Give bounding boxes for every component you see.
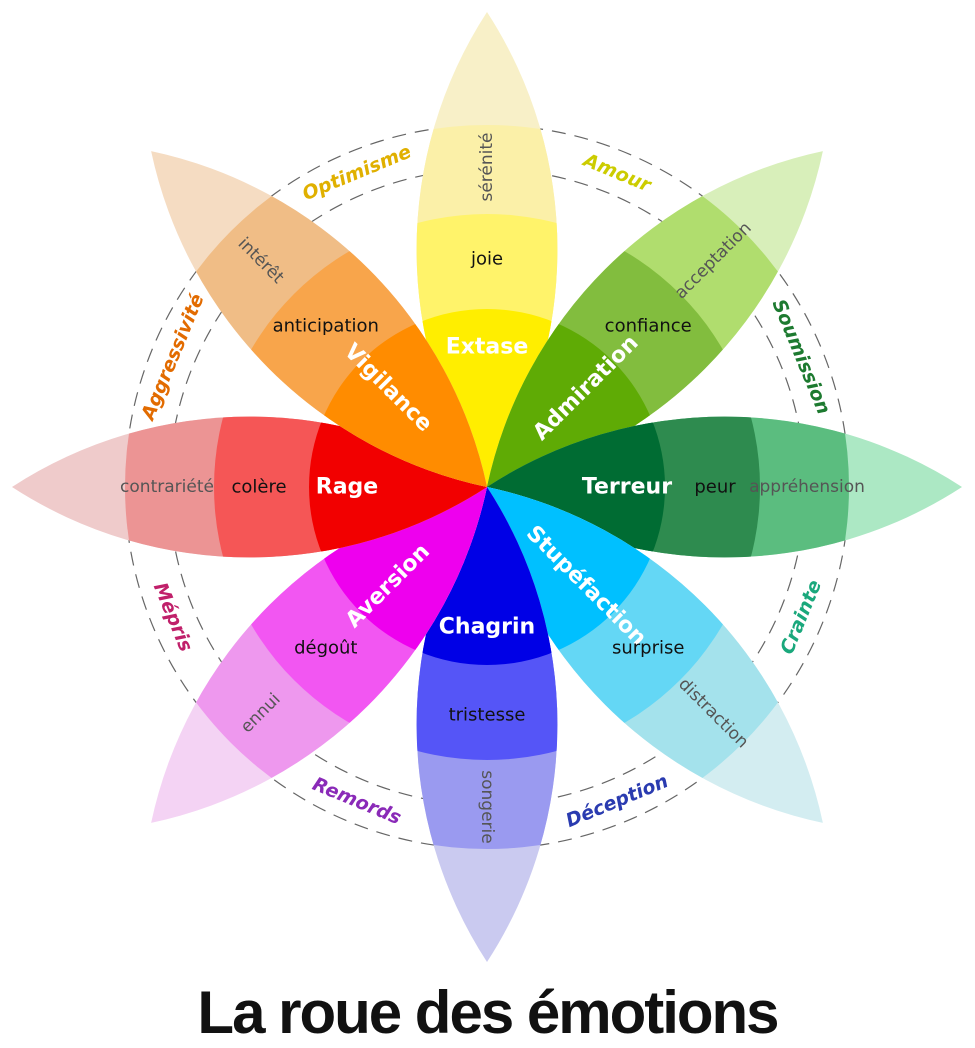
outer-emotion-label: contrariété (120, 477, 214, 497)
mid-emotion-label: dégoût (294, 638, 357, 659)
primary-emotion-label: Rage (316, 475, 378, 500)
primary-emotion-label: Chagrin (439, 615, 535, 640)
mid-emotion-label: peur (694, 477, 736, 498)
mid-emotion-label: surprise (612, 638, 684, 659)
dyad-label: Crainte (776, 577, 826, 658)
dyad-label: Aggressivité (136, 291, 208, 425)
mid-emotion-label: confiance (605, 315, 692, 336)
outer-emotion-label: songerie (477, 770, 497, 843)
outer-emotion-label: appréhension (749, 477, 865, 497)
dyad-label: Amour (579, 148, 656, 197)
mid-emotion-label: colère (231, 477, 286, 498)
dyad-label: Mépris (149, 579, 197, 654)
page-title: La roue des émotions (197, 979, 779, 1046)
dyad-label: Optimisme (299, 141, 414, 206)
petals (12, 12, 962, 962)
emotion-wheel: ExtasejoiesérénitéAdmirationconfianceacc… (12, 12, 962, 962)
dyad-label: Remords (309, 773, 404, 829)
outer-emotion-label: sérénité (477, 132, 497, 201)
primary-emotion-label: Extase (446, 335, 529, 360)
petal-colère (12, 416, 487, 558)
mid-emotion-label: anticipation (273, 315, 379, 336)
mid-emotion-label: tristesse (449, 705, 526, 726)
primary-emotion-label: Terreur (582, 475, 672, 500)
petal-peur (487, 416, 962, 558)
dyad-label: Déception (563, 770, 672, 832)
mid-emotion-label: joie (470, 249, 503, 270)
